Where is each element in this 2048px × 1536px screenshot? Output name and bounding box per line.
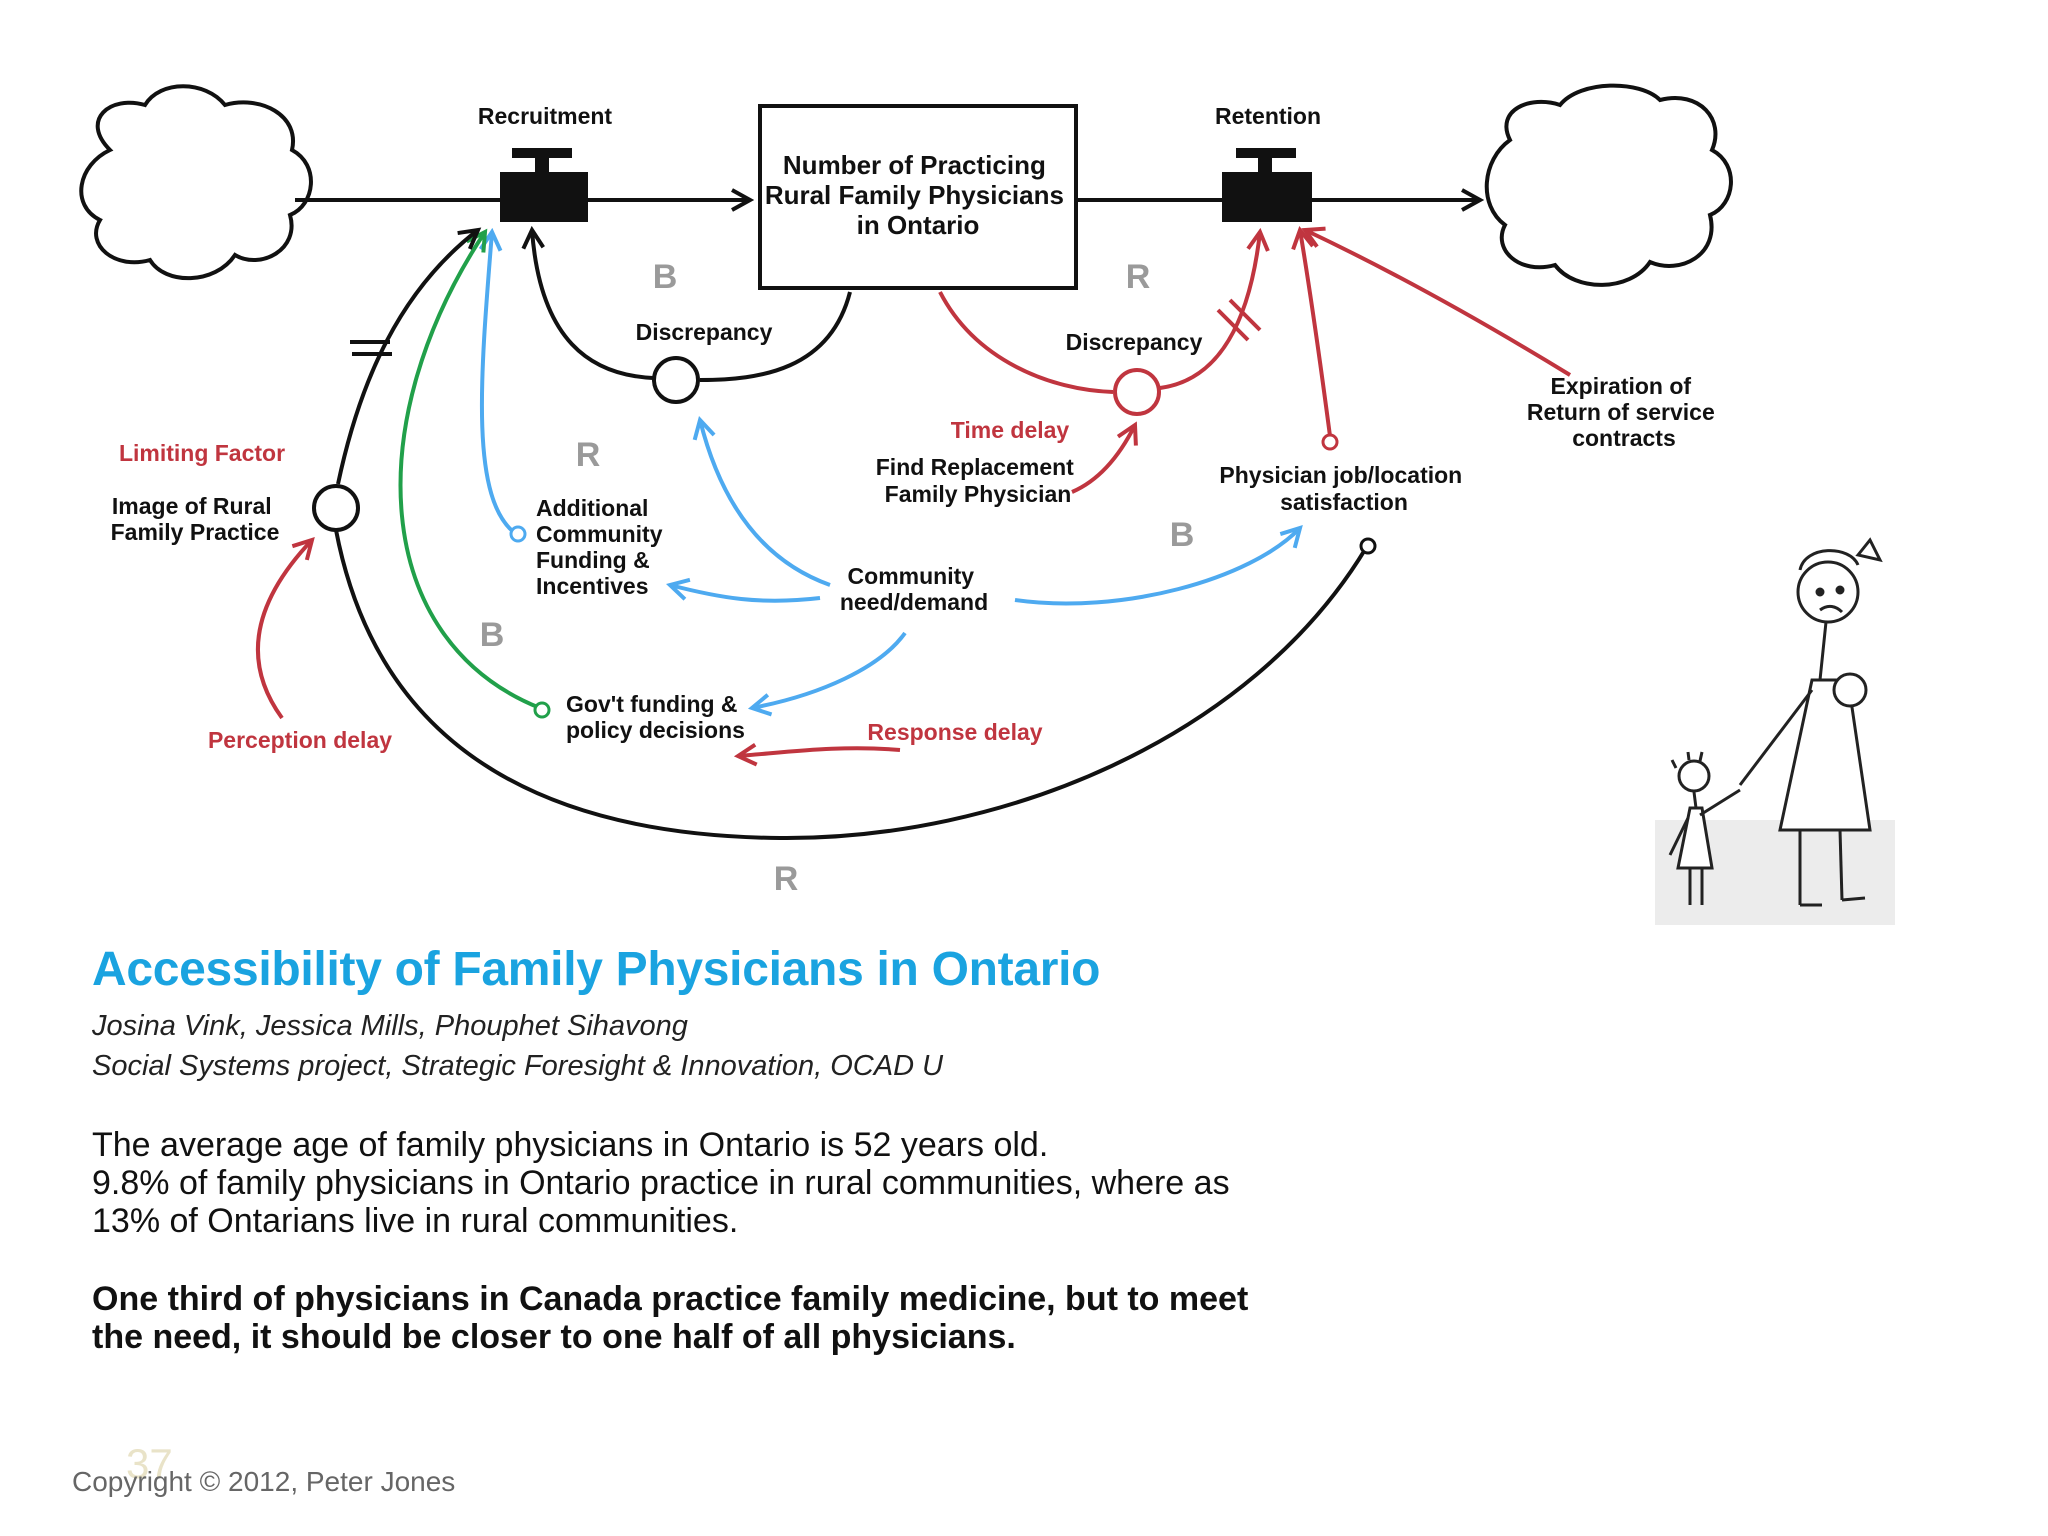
additional-to-recruitment-arrow <box>482 232 518 536</box>
expiration-label: Expiration of Return of service contract… <box>1527 373 1721 451</box>
discrepancy-left-label: Discrepancy <box>636 319 773 345</box>
need-to-satisfaction-arrow <box>1014 528 1300 606</box>
loop-label-b-lower-left: B <box>480 616 505 654</box>
govt-to-recruitment-arrow <box>398 232 541 710</box>
satisfaction-polarity-dot <box>1321 433 1339 451</box>
response-delay-label: Response delay <box>867 719 1042 745</box>
discrepancy-left-loop <box>699 291 852 382</box>
time-delay-label: Time delay <box>951 417 1070 443</box>
discrepancy-to-retention-arrow <box>1159 232 1260 390</box>
image-rural-node <box>312 484 360 532</box>
discrepancy-right-loop <box>938 291 1114 394</box>
discrepancy-to-recruitment-arrow <box>532 230 654 380</box>
bold-line: the need, it should be closer to one hal… <box>92 1318 1016 1356</box>
satisfaction-loop-polarity-dot <box>1359 537 1377 555</box>
body-line: The average age of family physicians in … <box>92 1126 1049 1164</box>
loop-label-r-mid-left: R <box>576 436 601 474</box>
discrepancy-right-node <box>1113 368 1161 416</box>
expiration-to-retention-arrow <box>1305 230 1572 377</box>
stock-box <box>758 104 1078 290</box>
slide-number: 37 <box>126 1440 173 1487</box>
additional-funding-label: Additional Community Funding & Incentive… <box>536 495 669 599</box>
copyright-footer: Copyright © 2012, Peter Jones <box>72 1466 456 1497</box>
image-to-recruitment-arrow <box>336 230 478 485</box>
need-to-additional-arrow <box>670 585 821 603</box>
additional-polarity-dot <box>509 525 527 543</box>
discrepancy-right-label: Discrepancy <box>1066 329 1203 355</box>
loop-label-r-bottom: R <box>774 860 799 898</box>
loop-label-b-top-left: B <box>653 258 678 296</box>
sink-cloud-icon <box>1484 83 1733 287</box>
recruitment-label: Recruitment <box>478 103 613 129</box>
source-cloud-icon <box>79 84 313 281</box>
need-to-discrepancy-arrow <box>700 420 831 587</box>
community-need-label: Community need/demand <box>840 563 988 615</box>
retention-label: Retention <box>1215 103 1321 129</box>
body-line: 13% of Ontarians live in rural communiti… <box>92 1202 739 1240</box>
bold-paragraph: One third of physicians in Canada practi… <box>92 1280 1392 1356</box>
mother-child-illustration <box>1655 537 1895 925</box>
body-paragraph: The average age of family physicians in … <box>92 1126 1392 1240</box>
response-delay-arrow <box>738 748 901 756</box>
satisfaction-label: Physician job/location satisfaction <box>1219 462 1468 515</box>
causal-loop-diagram: Recruitment Retention Number of Practici… <box>79 83 1895 925</box>
loop-label-r-top-right: R <box>1126 258 1151 296</box>
limiting-factor-label: Limiting Factor <box>119 440 285 466</box>
replacement-to-discrepancy-arrow <box>1071 425 1135 494</box>
slide-title: Accessibility of Family Physicians in On… <box>92 943 1101 996</box>
loop-label-b-mid-right: B <box>1170 516 1195 554</box>
authors-line: Josina Vink, Jessica Mills, Phouphet Sih… <box>92 1010 688 1042</box>
satisfaction-to-retention-arrow <box>1300 230 1332 437</box>
retention-valve-icon <box>1222 148 1312 222</box>
discrepancy-left-node <box>652 356 700 404</box>
perception-delay-arrow <box>256 540 312 720</box>
delay-mark-right <box>1216 298 1262 342</box>
govt-funding-label: Gov't funding & policy decisions <box>566 691 745 743</box>
need-to-govt-arrow <box>752 631 907 708</box>
bold-line: One third of physicians in Canada practi… <box>92 1280 1249 1318</box>
stock-label: Number of Practicing Rural Family Physic… <box>765 150 1071 240</box>
govt-polarity-dot <box>533 701 551 719</box>
body-line: 9.8% of family physicians in Ontario pra… <box>92 1164 1230 1202</box>
image-rural-label: Image of Rural Family Practice <box>111 493 280 545</box>
project-line: Social Systems project, Strategic Foresi… <box>92 1050 944 1082</box>
delay-mark-left <box>350 340 392 356</box>
satisfaction-to-image-loop <box>334 529 1368 841</box>
perception-delay-label: Perception delay <box>208 727 392 753</box>
find-replacement-label: Find Replacement Family Physician <box>876 454 1081 507</box>
recruitment-valve-icon <box>500 148 588 222</box>
